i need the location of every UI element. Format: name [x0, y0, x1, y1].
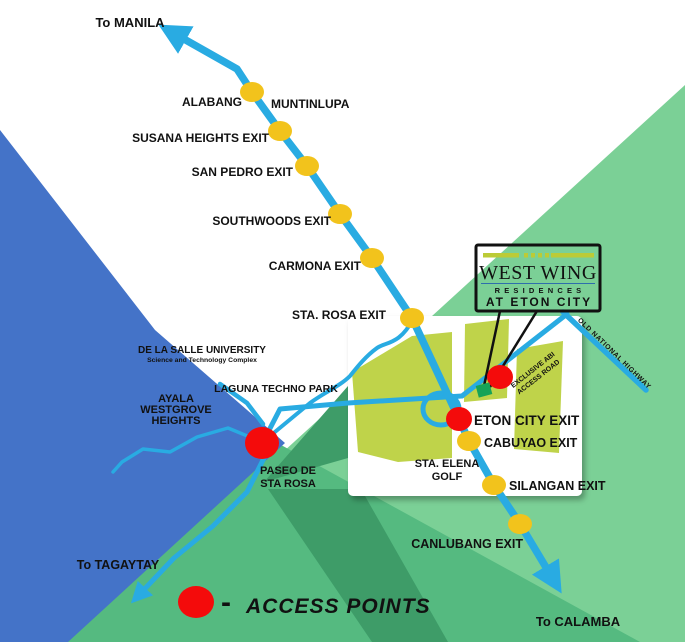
sta-elena-label-2: GOLF [432, 471, 463, 483]
legend: - ACCESS POINTS [178, 586, 431, 619]
ayala-label-2: WESTGROVE [140, 404, 212, 416]
exit-dot-carmona [360, 248, 384, 268]
exit-dot-susana-heights [268, 121, 292, 141]
exit-label-southwoods: SOUTHWOODS EXIT [212, 214, 331, 228]
blue-triangle [0, 130, 285, 642]
legend-label: ACCESS POINTS [245, 595, 431, 618]
ayala-label-1: AYALA [158, 393, 194, 405]
exit-label-canlubang: CANLUBANG EXIT [411, 537, 523, 551]
logo-tagline: AT ETON CITY [486, 295, 592, 309]
to-calamba-label: To CALAMBA [536, 614, 621, 629]
to-manila-label: To MANILA [95, 15, 165, 30]
access-point-abi-road [487, 365, 513, 389]
legend-access-point-dot [178, 586, 214, 618]
paseo-label-1: PASEO DE [260, 465, 316, 477]
exit-label-alabang: ALABANG [182, 95, 242, 109]
exit-label-susana: SUSANA HEIGHTS EXIT [132, 131, 270, 145]
exit-label-san-pedro: SAN PEDRO EXIT [192, 165, 294, 179]
exit-label-eton-city: ETON CITY EXIT [474, 413, 580, 428]
exit-dot-alabang [240, 82, 264, 102]
logo-subtitle: RESIDENCES [495, 286, 586, 295]
logo-box-border [474, 243, 602, 313]
exit-dot-southwoods [328, 204, 352, 224]
exit-label-cabuyao: CABUYAO EXIT [484, 436, 578, 450]
legend-dash: - [221, 586, 231, 619]
logo-title: WEST WING [479, 262, 597, 284]
old-national-highway-road [560, 309, 649, 393]
exit-dot-canlubang [508, 514, 532, 534]
exit-label-muntinlupa: MUNTINLUPA [271, 97, 350, 111]
ayala-label-3: HEIGHTS [152, 415, 201, 427]
exit-label-carmona: CARMONA EXIT [269, 259, 362, 273]
exit-dot-sta-rosa [400, 308, 424, 328]
west-wing-site-square [475, 382, 493, 398]
dlsu-label: DE LA SALLE UNIVERSITY [138, 345, 266, 356]
access-point-eton-exit [446, 407, 472, 431]
exit-label-sta-rosa: STA. ROSA EXIT [292, 308, 387, 322]
access-point-paseo [245, 427, 279, 459]
logo-deco-bars [483, 253, 594, 258]
exit-dot-cabuyao [457, 431, 481, 451]
laguna-techno-park-label: LAGUNA TECHNO PARK [214, 383, 338, 395]
to-tagaytay-label: To TAGAYTAY [77, 558, 160, 572]
sta-elena-label-1: STA. ELENA [415, 458, 480, 470]
dlsu-sublabel: Science and Technology Complex [147, 357, 257, 364]
exit-dot-silangan [482, 475, 506, 495]
west-wing-logo-box: WEST WING RESIDENCES AT ETON CITY [474, 243, 602, 313]
exit-dot-san-pedro [295, 156, 319, 176]
paseo-label-2: STA ROSA [260, 478, 316, 490]
exit-label-silangan: SILANGAN EXIT [509, 479, 606, 493]
